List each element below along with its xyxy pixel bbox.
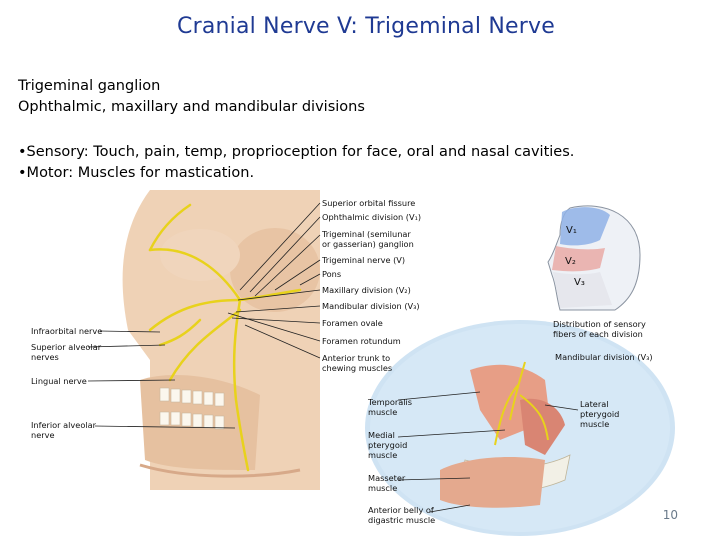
label-ophthalmic-division: Ophthalmic division (V₁) [322, 212, 422, 222]
page-number: 10 [662, 508, 678, 522]
label-trigeminal-ganglion-2: or gasserian) ganglion [322, 239, 414, 249]
muscles-inset [365, 320, 675, 536]
label-foramen-ovale: Foramen ovale [322, 318, 383, 328]
label-medial-pterygoid-2: pterygoid [368, 440, 408, 450]
label-digastric-1: Anterior belly of [368, 505, 434, 515]
label-distribution-1: Distribution of sensory [553, 319, 646, 329]
slide-title: Cranial Nerve V: Trigeminal Nerve [177, 14, 555, 39]
label-mandibular-division: Mandibular division (V₃) [322, 301, 420, 311]
sensory-distribution-inset [547, 205, 641, 311]
subtitle-line-1: Trigeminal ganglion [18, 78, 161, 94]
bullet-sensory: •Sensory: Touch, pain, temp, propriocept… [18, 144, 575, 160]
label-anterior-trunk-1: Anterior trunk to [322, 353, 391, 363]
label-temporalis-1: Temporalis [368, 397, 413, 407]
label-lingual-nerve: Lingual nerve [31, 376, 87, 386]
label-inferior-alveolar-2: nerve [31, 430, 55, 440]
label-lateral-pterygoid-3: muscle [580, 419, 610, 429]
label-superior-alveolar-2: nerves [31, 352, 59, 362]
label-trigeminal-ganglion-1: Trigeminal (semilunar [322, 229, 411, 239]
label-pons: Pons [322, 269, 342, 279]
label-lateral-pterygoid-2: pterygoid [580, 409, 620, 419]
label-temporalis-2: muscle [368, 407, 398, 417]
label-digastric-2: digastric muscle [368, 515, 436, 525]
label-lateral-pterygoid-1: Lateral [580, 399, 609, 409]
label-medial-pterygoid-3: muscle [368, 450, 398, 460]
subtitle-line-2: Ophthalmic, maxillary and mandibular div… [18, 99, 365, 115]
label-maxillary-division: Maxillary division (V₂) [322, 285, 411, 295]
bullet-motor: •Motor: Muscles for mastication. [18, 165, 255, 181]
head-sagittal-illustration [122, 190, 320, 490]
label-masseter-1: Masseter [368, 473, 406, 483]
label-superior-orbital-fissure: Superior orbital fissure [322, 198, 416, 208]
label-infraorbital-nerve: Infraorbital nerve [31, 326, 103, 336]
label-distribution-2: fibers of each division [553, 329, 643, 339]
label-inset-mandibular-division: Mandibular division (V₃) [555, 352, 653, 362]
label-superior-alveolar-1: Superior alveolar [31, 342, 102, 352]
label-zone-v1: V₁ [566, 225, 577, 236]
label-trigeminal-nerve: Trigeminal nerve (V) [322, 255, 406, 265]
label-zone-v3: V₃ [574, 277, 585, 288]
label-medial-pterygoid-1: Medial [368, 430, 395, 440]
label-anterior-trunk-2: chewing muscles [322, 363, 393, 373]
label-foramen-rotundum: Foramen rotundum [322, 336, 401, 346]
label-masseter-2: muscle [368, 483, 398, 493]
label-inferior-alveolar-1: Inferior alveolar [31, 420, 96, 430]
label-zone-v2: V₂ [565, 256, 576, 267]
